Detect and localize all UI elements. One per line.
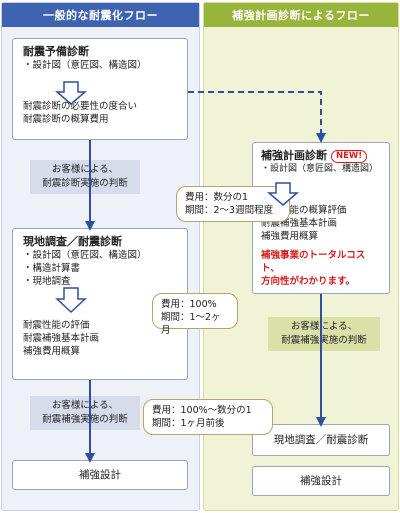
reinforcement-decision-left-line-2: 耐震補強実施の判断 [42,414,128,425]
cost-callout-survey: 費用：100% 期間：1～2ヶ月 [152,293,238,336]
new-badge: NEW! [331,149,368,163]
diagnosis-decision-band: お客様による、 耐震診断実施の判断 [30,160,140,194]
site-survey-result-1: 耐震性能の評価 [23,320,90,331]
cost-callout-plan-line-1: 費用：数分の1 [185,192,249,203]
cost-callout-combined-line-2: 期間：1ヶ月前後 [152,418,225,429]
preliminary-diagnosis-box: 耐震予備診断 ・設計図（意匠図、構造図） 耐震診断の必要性の度合い 耐震診断の概… [12,38,188,140]
site-survey-item-3: ・現地調査 [23,276,71,287]
reinforcement-decision-right-line-2: 耐震補強実施の判断 [281,335,367,346]
cost-callout-plan: 費用：数分の1 期間：2～3週間程度 [176,186,290,222]
preliminary-diagnosis-title: 耐震予備診断 [23,45,89,58]
reinforcement-decision-band-left: お客様による、 耐震補強実施の判断 [30,396,140,430]
plan-highlight-2: 方向性がわかります。 [261,276,356,287]
plan-diagnosis-title: 補強計画診断 [261,149,327,162]
plan-result-3: 補強費用概算 [261,231,319,242]
preliminary-result-1: 耐震診断の必要性の度合い [23,101,138,112]
reinforcement-decision-band-right: お客様による、 耐震補強実施の判断 [268,317,380,351]
preliminary-diagnosis-item: ・設計図（意匠図、構造図） [23,60,147,71]
site-survey-result-2: 耐震補強基本計画 [23,333,100,344]
plan-result-2: 耐震補強基本計画 [261,218,338,229]
reinforcement-design-right-label: 補強設計 [300,474,342,487]
site-survey-right-label: 現地調査／耐震診断 [273,433,369,446]
reinforcement-design-left-label: 補強設計 [79,468,121,481]
reinforcement-design-box-right: 補強設計 [252,466,390,496]
cost-callout-plan-line-2: 期間：2～3週間程度 [185,205,274,216]
reinforcement-decision-right-line-1: お客様による、 [290,321,358,332]
site-survey-item-1: ・設計図（意匠図、構造図） [23,250,147,261]
cost-callout-survey-line-2: 期間：1～2ヶ月 [161,312,221,336]
cost-callout-survey-line-1: 費用：100% [161,299,217,310]
site-survey-title: 現地調査／耐震診断 [23,235,122,248]
plan-result-1: 耐震性能の概算評価 [261,205,347,216]
standard-flow-header: 一般的な耐震化フロー [2,3,199,27]
plan-flow-header: 補強計画診断によるフロー [204,3,398,27]
diagnosis-decision-line-2: 耐震診断実施の判断 [42,178,128,189]
plan-highlight-1: 補強事業のトータルコスト、 [261,250,366,274]
site-survey-result-3: 補強費用概算 [23,346,81,357]
plan-diagnosis-item: ・設計図（意匠図、構造図） [261,164,379,174]
plan-diagnosis-title-row: 補強計画診断 NEW! [261,148,381,163]
reinforcement-design-box-left: 補強設計 [12,460,188,490]
site-survey-item-2: ・構造計算書 [23,263,81,274]
reinforcement-decision-left-line-1: お客様による、 [51,400,119,411]
diagnosis-decision-line-1: お客様による、 [51,164,119,175]
cost-callout-combined-line-1: 費用：100%～数分の1 [152,405,252,416]
preliminary-result-2: 耐震診断の概算費用 [23,114,109,125]
cost-callout-combined: 費用：100%～数分の1 期間：1ヶ月前後 [143,399,273,435]
site-survey-box-right: 現地調査／耐震診断 [252,424,390,456]
